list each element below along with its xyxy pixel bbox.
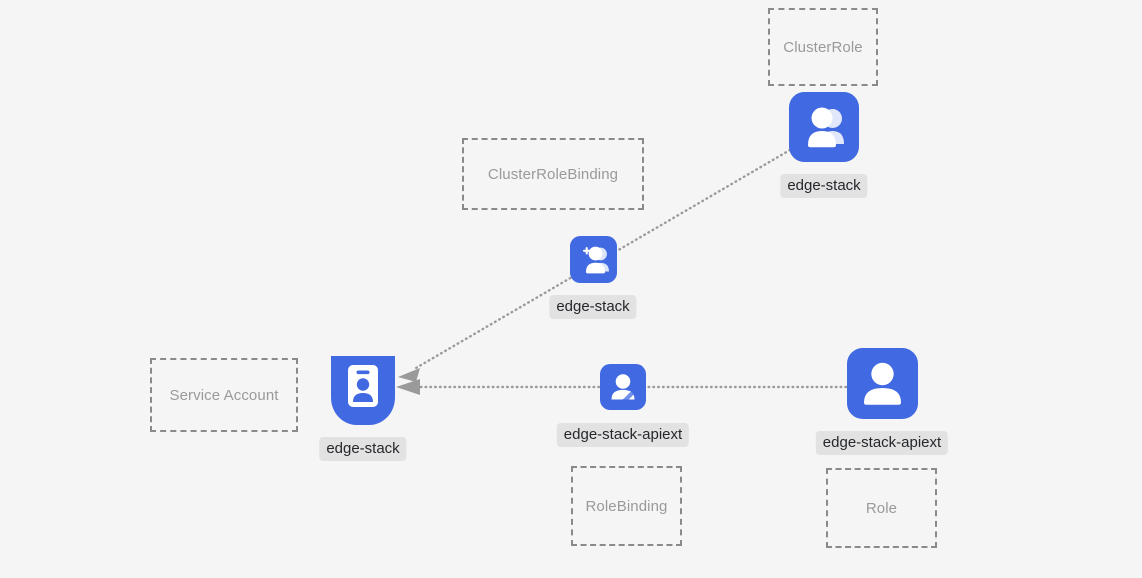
group-label-cluster-role-binding: ClusterRoleBinding	[487, 165, 619, 183]
group-box-role-binding[interactable]: RoleBinding	[571, 466, 682, 546]
group-label-service-account: Service Account	[169, 386, 279, 404]
group-box-cluster-role[interactable]: ClusterRole	[768, 8, 878, 86]
node-label-clusterrolebinding-text: edge-stack	[556, 298, 630, 315]
person-add-icon[interactable]	[570, 236, 617, 283]
node-label-clusterrole: edge-stack	[780, 174, 868, 198]
node-label-serviceaccount: edge-stack	[319, 437, 407, 461]
group-box-role[interactable]: Role	[826, 468, 937, 548]
node-label-clusterrole-text: edge-stack	[787, 177, 861, 194]
person-icon-glyph	[864, 362, 901, 405]
id-badge-icon[interactable]	[331, 356, 395, 425]
node-label-role-text: edge-stack-apiext	[822, 434, 942, 451]
group-label-role-binding: RoleBinding	[585, 497, 668, 515]
id-badge-icon-glyph	[348, 365, 378, 407]
group-label-cluster-role: ClusterRole	[783, 38, 863, 56]
person-add-icon-glyph	[582, 246, 609, 274]
person-icon[interactable]	[847, 348, 918, 419]
person-edit-icon[interactable]	[600, 364, 646, 410]
people-group-icon-glyph	[808, 107, 844, 148]
node-label-serviceaccount-text: edge-stack	[326, 440, 400, 457]
node-label-clusterrolebinding: edge-stack	[549, 295, 637, 319]
group-box-cluster-role-binding[interactable]: ClusterRoleBinding	[462, 138, 644, 210]
node-label-role: edge-stack-apiext	[815, 431, 949, 455]
group-label-role: Role	[865, 499, 898, 517]
person-edit-icon-glyph	[611, 374, 635, 403]
node-label-rolebinding: edge-stack-apiext	[556, 423, 690, 447]
node-label-rolebinding-text: edge-stack-apiext	[563, 426, 683, 443]
group-box-service-account[interactable]: Service Account	[150, 358, 298, 432]
people-group-icon[interactable]	[789, 92, 859, 162]
